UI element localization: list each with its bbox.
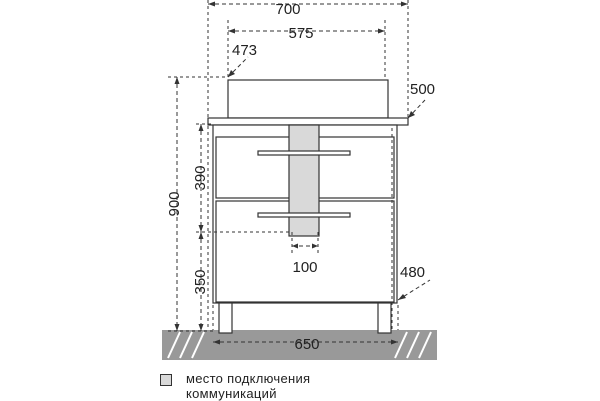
basin	[227, 79, 389, 119]
dim-100-label: 100	[292, 259, 317, 276]
top-drawer-handle	[257, 150, 351, 156]
dim-500-label: 500	[410, 81, 435, 98]
dim-473-label: 473	[232, 42, 257, 59]
left-leg	[218, 302, 233, 334]
legend: место подключения коммуникаций	[160, 371, 310, 401]
extension-lines	[168, 0, 409, 332]
connection-zone	[288, 124, 320, 237]
bottom-drawer-handle	[257, 212, 351, 218]
dim-900-label: 900	[166, 191, 183, 216]
cabinet	[207, 79, 409, 334]
countertop	[207, 117, 409, 126]
arrowheads	[174, 1, 415, 345]
legend-line-2: коммуникаций	[186, 386, 277, 401]
legend-line-1: место подключения	[186, 371, 311, 386]
dim-350-label: 350	[192, 269, 209, 294]
connection-zone-swatch	[160, 374, 172, 386]
legend-text: место подключения коммуникаций	[186, 371, 310, 401]
right-leg	[377, 302, 392, 334]
dim-390-label: 390	[192, 165, 209, 190]
floor-hatch	[162, 330, 437, 360]
dim-700-label: 700	[275, 1, 300, 18]
dim-650-label: 650	[294, 336, 319, 353]
dim-480-label: 480	[400, 264, 425, 281]
dim-575-label: 575	[288, 25, 313, 42]
